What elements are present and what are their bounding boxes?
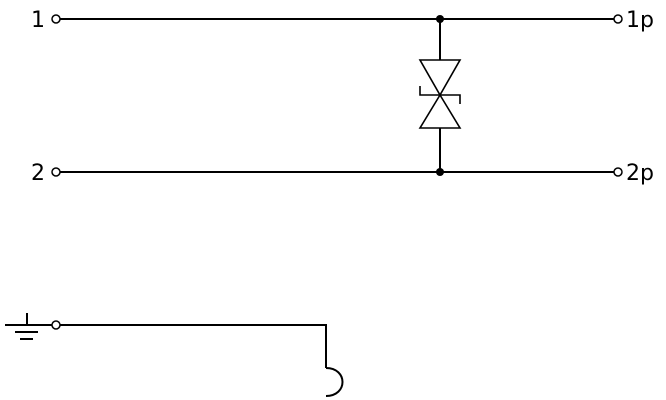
terminal-label-1: 1 <box>31 8 45 33</box>
diode-triangle-upper <box>418 59 462 97</box>
line-1: 1 1p <box>31 8 654 33</box>
terminal-ground <box>51 320 61 330</box>
shield-wire <box>60 324 327 368</box>
tvs-diode-icon <box>418 19 462 172</box>
terminal-2 <box>51 167 61 177</box>
shield-contact-hook <box>325 367 344 397</box>
line-2: 2 2p <box>31 161 654 186</box>
terminal-2p <box>613 167 623 177</box>
diode-triangle-lower <box>418 93 462 129</box>
terminal-label-2: 2 <box>31 161 45 186</box>
terminal-1 <box>51 14 61 24</box>
terminal-1p <box>613 14 623 24</box>
ground-icon <box>5 313 52 340</box>
terminal-label-2p: 2p <box>626 161 654 186</box>
shield-contact-icon <box>60 324 344 397</box>
terminal-label-1p: 1p <box>626 8 654 33</box>
diode-bar <box>419 86 461 104</box>
